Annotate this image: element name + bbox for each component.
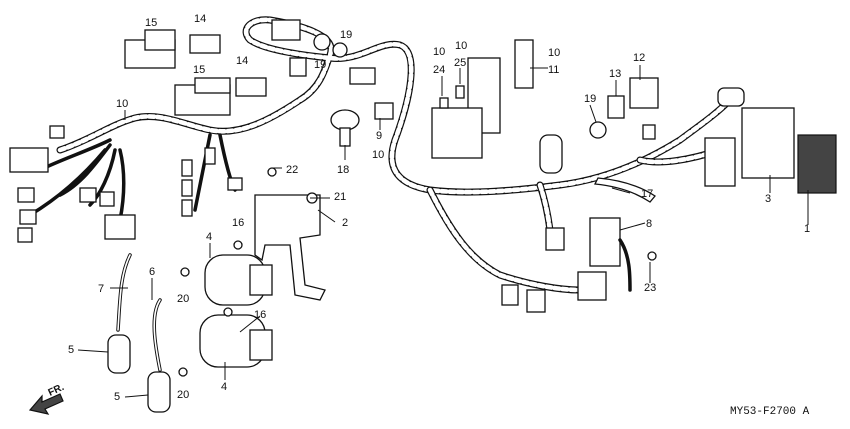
- callout-2: 2: [342, 217, 348, 229]
- callout-16-upper: 16: [232, 217, 244, 229]
- callout-10-middle: 10: [372, 149, 384, 161]
- callout-5-lower: 5: [114, 391, 120, 403]
- callout-6: 6: [149, 266, 155, 278]
- front-direction-label: FR.: [47, 382, 66, 399]
- right-small-parts: [589, 77, 745, 140]
- socket-connector: [501, 134, 607, 313]
- left-harness-branches: [28, 133, 237, 222]
- top-middle-connectors: [271, 19, 394, 120]
- clamp-18: [330, 109, 360, 147]
- bracket-2: [254, 194, 326, 301]
- callout-19-top-left: 19: [314, 59, 326, 71]
- callout-17: 17: [641, 188, 653, 200]
- callout-18: 18: [337, 164, 349, 176]
- callout-1: 1: [804, 223, 810, 235]
- callout-24: 24: [433, 64, 445, 76]
- callout-21: 21: [334, 191, 346, 203]
- callout-19-top-right: 19: [340, 29, 352, 41]
- callout-10-left: 10: [116, 98, 128, 110]
- spark-plug-leads: [107, 253, 171, 413]
- connector-8: [589, 217, 632, 292]
- callout-23: 23: [644, 282, 656, 294]
- callout-9: 9: [376, 130, 382, 142]
- callout-15-middle: 15: [193, 64, 205, 76]
- left-connectors: [9, 125, 243, 243]
- callout-8: 8: [646, 218, 652, 230]
- callout-19-right: 19: [584, 93, 596, 105]
- callout-20-lower: 20: [177, 389, 189, 401]
- callout-11: 11: [548, 64, 559, 76]
- callout-20-upper: 20: [177, 293, 189, 305]
- callout-10-fuse-b: 10: [455, 40, 467, 52]
- callout-10-right: 10: [548, 47, 560, 59]
- callout-14-middle: 14: [236, 55, 248, 67]
- callout-13: 13: [609, 68, 621, 80]
- callout-3: 3: [765, 193, 771, 205]
- front-direction-arrow: [28, 393, 64, 415]
- callout-7: 7: [98, 283, 104, 295]
- relay-group: [124, 29, 267, 116]
- ignition-coil-upper: [204, 254, 273, 306]
- callout-14-top: 14: [194, 13, 206, 25]
- callout-4-lower: 4: [221, 381, 227, 393]
- callout-16-lower: 16: [254, 309, 266, 321]
- callout-12: 12: [633, 52, 645, 64]
- leader-lines: [77, 65, 809, 398]
- callout-5-upper: 5: [68, 344, 74, 356]
- band-17: [593, 177, 656, 203]
- drawing-code: MY53-F2700 A: [730, 406, 810, 418]
- control-unit-3: [704, 107, 795, 187]
- ignition-coil-lower: [199, 314, 273, 368]
- cover-1: [797, 134, 837, 194]
- callout-labels: 1 2 3 4 4 5 5 6 7 8 9 10 10 10 10 10 11 …: [68, 13, 810, 403]
- callout-25: 25: [454, 57, 466, 69]
- callout-4-upper: 4: [206, 231, 212, 243]
- callout-22: 22: [286, 164, 298, 176]
- callout-10-fuse-a: 10: [433, 46, 445, 58]
- main-wire-harness: [56, 16, 734, 294]
- callout-15-top: 15: [145, 17, 157, 29]
- fuse-box: [431, 39, 534, 159]
